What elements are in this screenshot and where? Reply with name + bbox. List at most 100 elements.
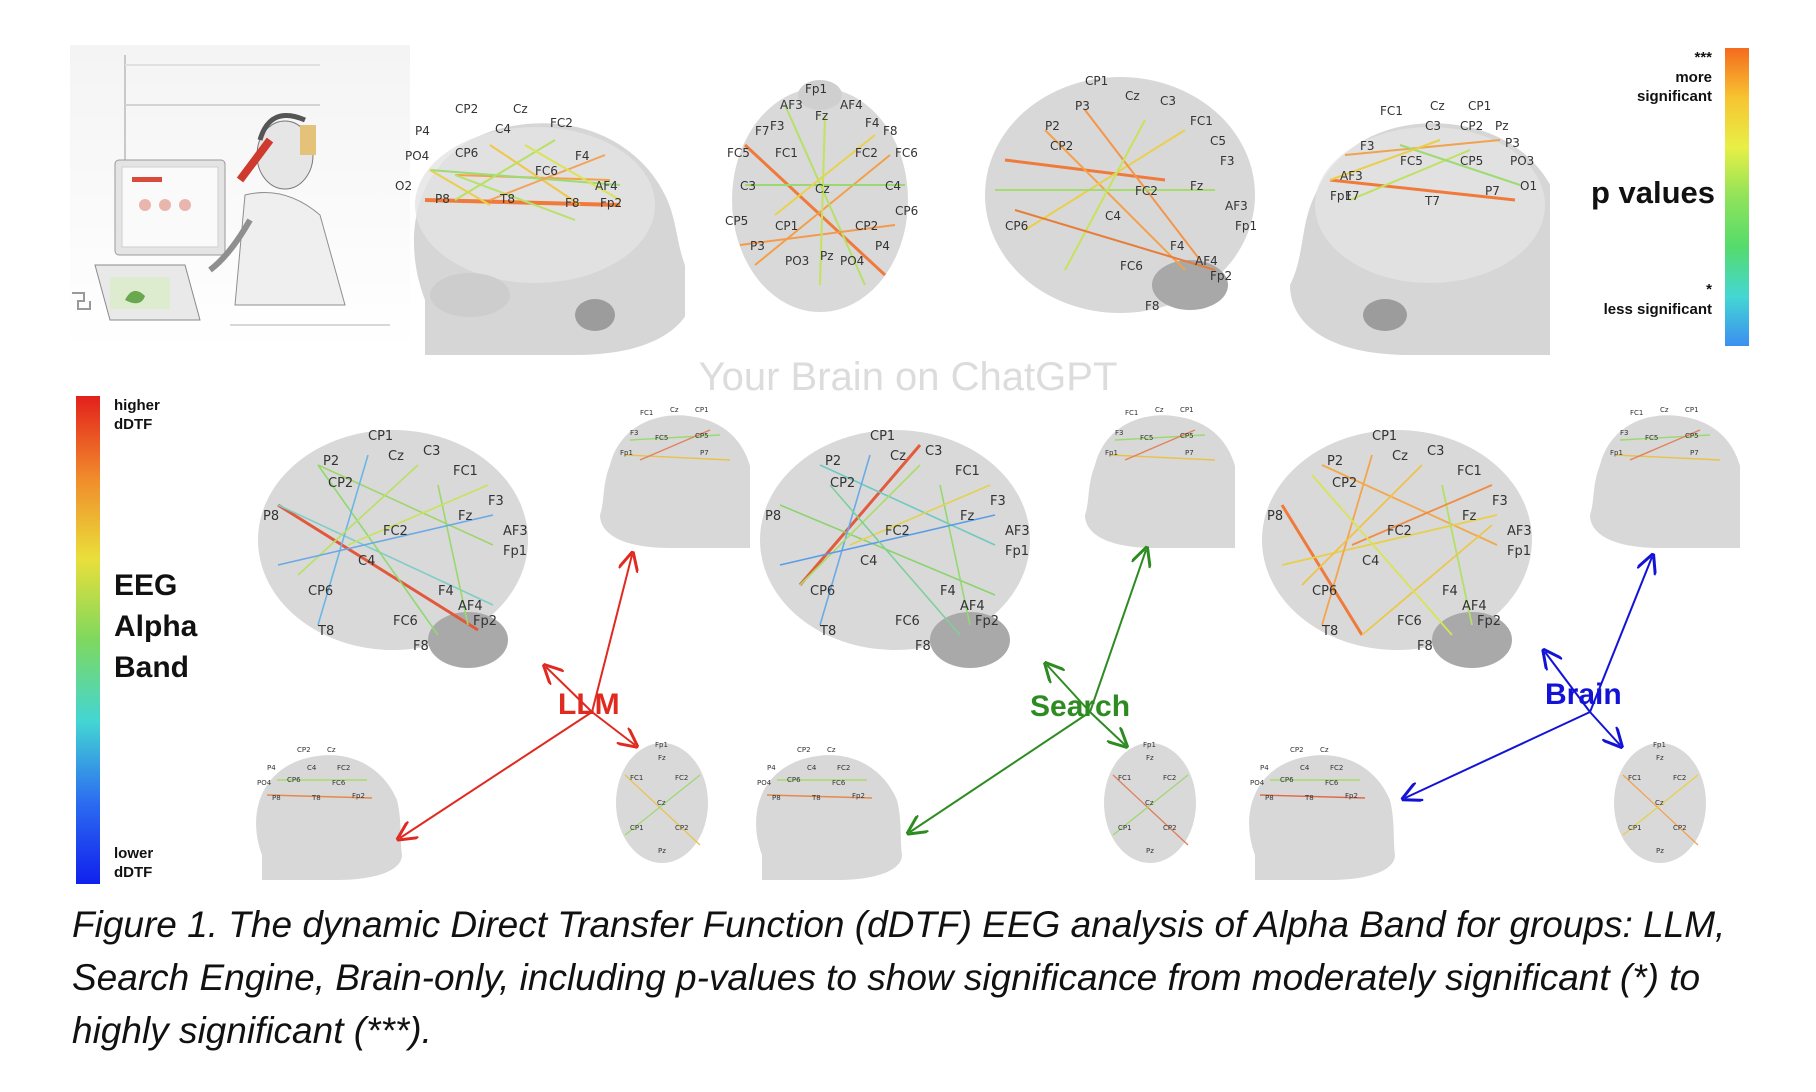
svg-text:P7: P7 xyxy=(700,449,709,457)
illustration-participant xyxy=(70,45,410,350)
svg-text:CP2: CP2 xyxy=(675,824,689,832)
svg-text:Cz: Cz xyxy=(890,449,906,464)
svg-text:F8: F8 xyxy=(915,639,931,654)
svg-text:Fp2: Fp2 xyxy=(1345,792,1358,800)
svg-text:CP1: CP1 xyxy=(1468,99,1491,113)
svg-text:Cz: Cz xyxy=(1125,89,1140,103)
svg-text:FC1: FC1 xyxy=(640,409,653,417)
svg-text:CP6: CP6 xyxy=(1280,776,1294,784)
svg-text:P8: P8 xyxy=(1267,509,1283,524)
ddtf-band-title-line-3: Band xyxy=(114,651,189,684)
svg-text:F4: F4 xyxy=(1170,239,1185,253)
pvalue-colorbar xyxy=(1725,48,1749,346)
pvalue-bottom-label: less significant xyxy=(1603,301,1712,318)
svg-text:Fz: Fz xyxy=(1656,754,1664,762)
svg-text:PO4: PO4 xyxy=(257,779,272,787)
svg-text:CP6: CP6 xyxy=(287,776,301,784)
svg-text:Cz: Cz xyxy=(513,102,528,116)
svg-text:FC6: FC6 xyxy=(895,146,918,160)
svg-text:CP2: CP2 xyxy=(297,746,311,754)
svg-text:F4: F4 xyxy=(575,149,590,163)
svg-text:FC1: FC1 xyxy=(453,464,478,479)
svg-text:CP6: CP6 xyxy=(1005,219,1028,233)
svg-text:P3: P3 xyxy=(750,239,765,253)
svg-text:CP6: CP6 xyxy=(455,146,478,160)
svg-text:Pz: Pz xyxy=(1146,847,1154,855)
svg-text:P4: P4 xyxy=(767,764,776,772)
svg-text:P4: P4 xyxy=(267,764,276,772)
pvalue-title: p values xyxy=(1590,175,1715,210)
svg-text:FC1: FC1 xyxy=(1628,774,1641,782)
svg-text:F4: F4 xyxy=(940,584,956,599)
svg-text:FC2: FC2 xyxy=(550,116,573,130)
svg-text:Cz: Cz xyxy=(1660,406,1669,414)
svg-text:FC1: FC1 xyxy=(1125,409,1138,417)
svg-text:FC1: FC1 xyxy=(775,146,798,160)
figure-caption: Figure 1. The dynamic Direct Transfer Fu… xyxy=(72,904,1726,1051)
svg-text:CP1: CP1 xyxy=(1180,406,1194,414)
svg-text:Fp1: Fp1 xyxy=(503,544,527,559)
svg-text:F3: F3 xyxy=(990,494,1006,509)
svg-text:Pz: Pz xyxy=(1495,119,1509,133)
ddtf-colorbar xyxy=(76,396,100,884)
svg-text:C3: C3 xyxy=(423,444,440,459)
svg-text:C4: C4 xyxy=(495,122,511,136)
svg-text:C5: C5 xyxy=(1210,134,1226,148)
svg-text:F7: F7 xyxy=(755,124,770,138)
svg-text:Cz: Cz xyxy=(815,182,830,196)
svg-text:CP1: CP1 xyxy=(1685,406,1699,414)
svg-text:C3: C3 xyxy=(740,179,756,193)
svg-text:FC6: FC6 xyxy=(1325,779,1339,787)
svg-text:Pz: Pz xyxy=(1656,847,1664,855)
svg-text:AF3: AF3 xyxy=(1005,524,1030,539)
group-label-llm: LLM xyxy=(558,688,620,721)
svg-text:PO4: PO4 xyxy=(757,779,772,787)
svg-text:Cz: Cz xyxy=(327,746,336,754)
svg-text:T8: T8 xyxy=(811,794,821,802)
brain-arrows xyxy=(1405,557,1652,798)
svg-text:PO4: PO4 xyxy=(1250,779,1265,787)
svg-text:Fp1: Fp1 xyxy=(620,449,633,457)
svg-text:Fp2: Fp2 xyxy=(352,792,365,800)
svg-text:F3: F3 xyxy=(1115,429,1123,437)
svg-text:Fp2: Fp2 xyxy=(852,792,865,800)
svg-text:FC2: FC2 xyxy=(1135,184,1158,198)
ddtf-top-label: higher dDTF xyxy=(114,397,160,433)
svg-text:Fp1: Fp1 xyxy=(655,741,668,749)
svg-text:FC6: FC6 xyxy=(832,779,846,787)
svg-text:Cz: Cz xyxy=(1430,99,1445,113)
svg-text:Fp2: Fp2 xyxy=(1210,269,1232,283)
svg-text:F3: F3 xyxy=(1220,154,1235,168)
ddtf-band-title-line-1: EEG xyxy=(114,569,178,602)
svg-text:C4: C4 xyxy=(807,764,817,772)
svg-text:Cz: Cz xyxy=(670,406,679,414)
ddtf-bottom-label: lower dDTF xyxy=(114,845,154,881)
svg-text:F8: F8 xyxy=(1145,299,1160,313)
svg-text:CP2: CP2 xyxy=(1332,476,1357,491)
svg-text:F3: F3 xyxy=(770,119,785,133)
svg-text:P8: P8 xyxy=(772,794,781,802)
svg-text:Cz: Cz xyxy=(388,449,404,464)
svg-text:Fp2: Fp2 xyxy=(1477,614,1501,629)
svg-text:Fp1: Fp1 xyxy=(1105,449,1118,457)
svg-text:Cz: Cz xyxy=(1392,449,1408,464)
svg-text:CP5: CP5 xyxy=(725,214,748,228)
svg-text:Fp1: Fp1 xyxy=(1235,219,1257,233)
svg-text:Fp1: Fp1 xyxy=(1653,741,1666,749)
svg-text:FC1: FC1 xyxy=(1190,114,1213,128)
svg-text:CP1: CP1 xyxy=(775,219,798,233)
svg-text:F8: F8 xyxy=(565,196,580,210)
svg-text:FC6: FC6 xyxy=(332,779,346,787)
svg-text:F4: F4 xyxy=(865,116,880,130)
svg-text:CP1: CP1 xyxy=(870,429,895,444)
svg-text:C4: C4 xyxy=(1105,209,1121,223)
svg-text:FC6: FC6 xyxy=(1397,614,1422,629)
svg-text:F8: F8 xyxy=(883,124,898,138)
svg-text:CP1: CP1 xyxy=(368,429,393,444)
svg-text:AF4: AF4 xyxy=(1195,254,1218,268)
